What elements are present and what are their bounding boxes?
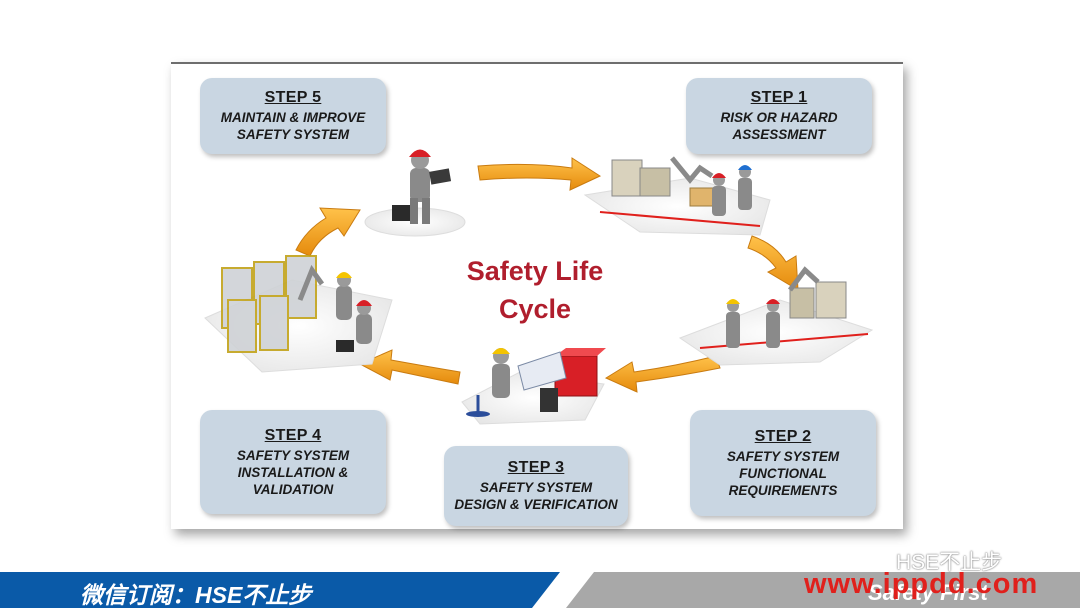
footer-safety-first: Safety First — [868, 580, 988, 605]
step5-worker-figure — [364, 149, 466, 237]
step1-box: STEP 1 RISK OR HAZARD ASSESSMENT — [686, 78, 872, 154]
step1-title: STEP 1 — [750, 89, 808, 106]
step4-title: STEP 4 — [264, 426, 322, 444]
center-title-line1: Safety Life — [466, 256, 604, 286]
step4-line3: VALIDATION — [252, 481, 334, 497]
arrow-5-to-1 — [477, 157, 602, 191]
arrow-1-to-2 — [747, 235, 799, 291]
step3-line1: SAFETY SYSTEM — [479, 480, 593, 495]
step4-installation-figure — [204, 255, 393, 373]
step3-designer-figure — [461, 348, 606, 425]
footer-gray-band — [566, 572, 1080, 608]
step2-box: STEP 2 SAFETY SYSTEM FUNCTIONAL REQUIREM… — [690, 410, 876, 516]
step3-title: STEP 3 — [507, 459, 565, 476]
step1-line2: ASSESSMENT — [732, 127, 826, 142]
center-title-line2: Cycle — [498, 294, 572, 324]
step5-box: STEP 5 MAINTAIN & IMPROVE SAFETY SYSTEM — [200, 78, 386, 154]
step2-line1: SAFETY SYSTEM — [726, 448, 840, 464]
wechat-watermark: HSE不止步 — [866, 546, 1002, 576]
center-title: Safety Life Cycle — [425, 252, 645, 328]
arrow-3-to-4 — [358, 349, 461, 385]
step2-title: STEP 2 — [754, 427, 812, 445]
step2-line2: FUNCTIONAL — [739, 465, 827, 481]
step1-factory-figure — [583, 156, 771, 236]
arrow-2-to-3 — [604, 355, 721, 393]
step2-machinery-figure — [678, 266, 874, 366]
step4-line1: SAFETY SYSTEM — [236, 447, 350, 463]
site-watermark: www.ippdd.com — [804, 568, 1039, 600]
footer-subscribe-text: 微信订阅：HSE不止步 — [80, 582, 312, 608]
step2-line3: REQUIREMENTS — [728, 482, 838, 498]
step3-line2: DESIGN & VERIFICATION — [454, 497, 618, 512]
step5-line2: SAFETY SYSTEM — [236, 127, 350, 142]
step4-box: STEP 4 SAFETY SYSTEM INSTALLATION & VALI… — [200, 410, 386, 514]
step4-line2: INSTALLATION & — [237, 464, 349, 480]
wechat-icon — [866, 548, 892, 574]
wechat-watermark-text: HSE不止步 — [896, 551, 1003, 574]
arrow-4-to-5 — [295, 207, 361, 257]
step5-line1: MAINTAIN & IMPROVE — [220, 110, 366, 125]
footer-blue-band — [0, 572, 560, 608]
step1-line1: RISK OR HAZARD — [720, 110, 838, 125]
step5-title: STEP 5 — [264, 89, 322, 106]
step3-box: STEP 3 SAFETY SYSTEM DESIGN & VERIFICATI… — [444, 446, 628, 526]
